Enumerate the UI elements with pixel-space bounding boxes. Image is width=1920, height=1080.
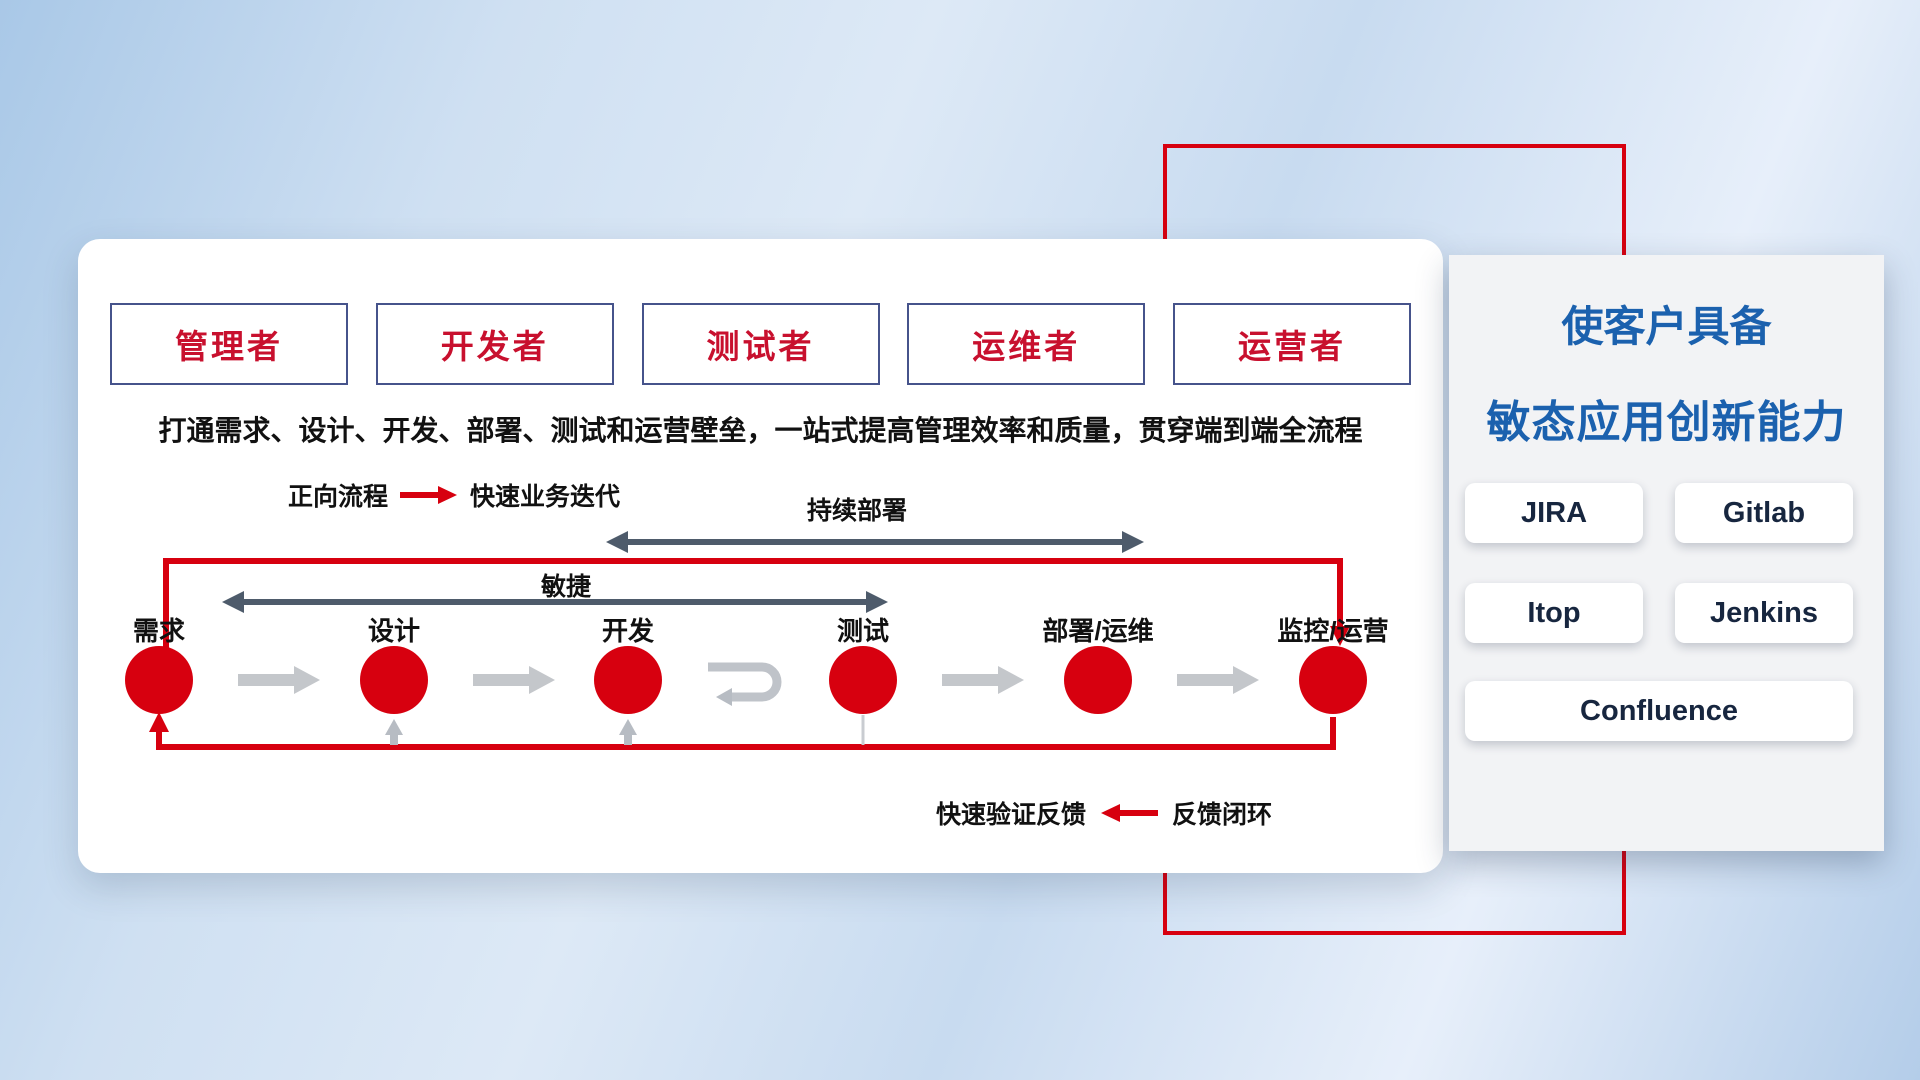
capability-panel: 使客户具备 敏态应用创新能力 JIRA Gitlab Itop Jenkins …	[1449, 255, 1884, 851]
flow-node-label-design: 设计	[367, 616, 420, 646]
devops-workflow-panel: 管理者 开发者 测试者 运维者 运营者 打通需求、设计、开发、部署、测试和运营壁…	[78, 239, 1443, 873]
flow-node-label-deploy-ops: 部署/运维	[1042, 616, 1154, 646]
red-left-arrow-icon	[1101, 804, 1159, 822]
flow-node-label-develop: 开发	[601, 616, 654, 646]
flow-node-label-monitor-ops: 监控/运营	[1277, 616, 1389, 646]
role-box-manager: 管理者	[110, 303, 348, 385]
tool-button-jira[interactable]: JIRA	[1465, 483, 1643, 543]
feedback-label: 反馈闭环	[1172, 801, 1273, 829]
capability-title-line1: 使客户具备	[1561, 303, 1772, 350]
flow-node-circle-test	[829, 646, 897, 714]
role-label: 运维者	[972, 328, 1081, 365]
role-label: 测试者	[706, 328, 815, 365]
iteration-cycle-icon	[708, 662, 782, 706]
role-label: 运营者	[1238, 328, 1346, 365]
role-label: 管理者	[175, 328, 283, 365]
forward-flow-label: 正向流程	[288, 483, 389, 511]
role-box-developer: 开发者	[375, 303, 614, 385]
flow-node-circle-deploy-ops	[1064, 646, 1132, 714]
role-box-business-operator: 运营者	[1173, 303, 1411, 385]
feedback-loop-line	[149, 712, 1336, 750]
role-box-operator: 运维者	[907, 303, 1146, 385]
agile-label: 敏捷	[540, 573, 591, 601]
flow-node-label-requirement: 需求	[132, 616, 185, 646]
tool-button-gitlab[interactable]: Gitlab	[1675, 483, 1853, 543]
forward-flow-value: 快速业务迭代	[470, 483, 621, 511]
tool-button-jenkins[interactable]: Jenkins	[1675, 583, 1853, 643]
role-box-tester: 测试者	[641, 303, 880, 385]
capability-title-line2: 敏态应用创新能力	[1486, 398, 1847, 447]
flow-node-circle-monitor-ops	[1299, 646, 1367, 714]
roles-row: 管理者 开发者 测试者 运维者 运营者	[110, 303, 1411, 385]
feedback-value: 快速验证反馈	[936, 801, 1087, 829]
forward-flow-legend: 正向流程 快速业务迭代	[288, 477, 620, 513]
role-label: 开发者	[440, 328, 549, 365]
tool-button-itop[interactable]: Itop	[1465, 583, 1643, 643]
workflow-description: 打通需求、设计、开发、部署、测试和运营壁垒，一站式提高管理效率和质量，贯穿端到端…	[158, 415, 1363, 446]
flow-node-circle-develop	[594, 646, 662, 714]
flow-node-circle-requirement	[125, 646, 193, 714]
flow-node-circle-design	[360, 646, 428, 714]
continuous-deploy-label: 持续部署	[806, 497, 907, 525]
tool-button-confluence[interactable]: Confluence	[1465, 681, 1853, 741]
red-right-arrow-icon	[400, 486, 458, 504]
flow-node-label-test: 测试	[836, 616, 889, 646]
feedback-legend: 快速验证反馈 反馈闭环	[936, 795, 1272, 831]
